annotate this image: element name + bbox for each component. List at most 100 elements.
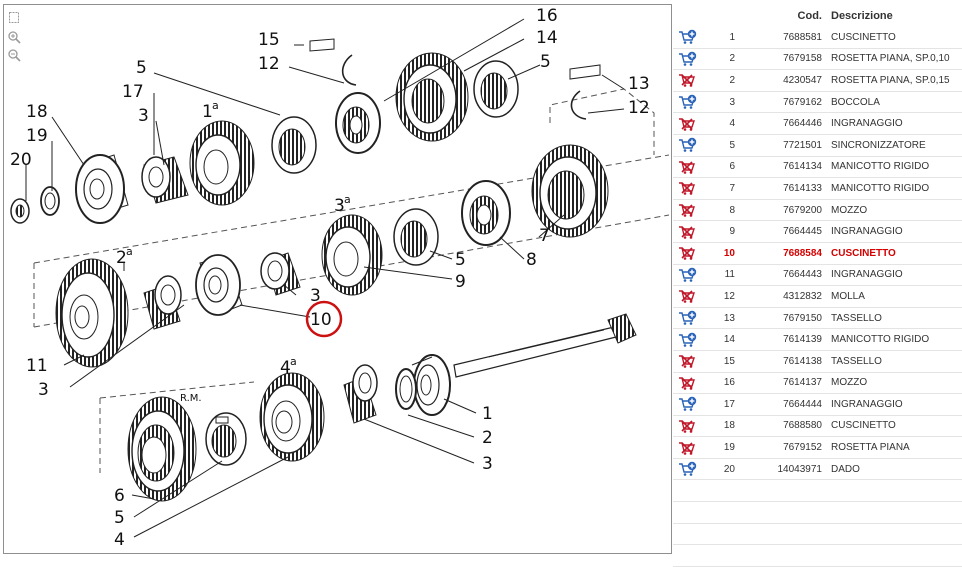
callout-5-mid[interactable]: 5 (455, 250, 466, 270)
callout-19[interactable]: 19 (26, 126, 48, 146)
synchronizer-part-5-mid (393, 208, 439, 266)
callout-5-bottom[interactable]: 5 (114, 508, 125, 528)
part-description: MOZZO (831, 204, 868, 216)
callout-15[interactable]: 15 (258, 30, 280, 50)
part-number: 14 (723, 334, 735, 346)
cart-unavailable-icon[interactable] (673, 375, 703, 391)
callout-1[interactable]: 1 (482, 404, 493, 424)
callout-16[interactable]: 16 (536, 6, 558, 26)
cart-unavailable-icon[interactable] (673, 224, 703, 240)
part-number: 1 (729, 31, 735, 43)
callout-11[interactable]: 11 (26, 356, 48, 376)
callout-7[interactable]: 7 (539, 226, 550, 246)
add-to-cart-icon[interactable] (673, 332, 703, 348)
part-description: DADO (831, 463, 860, 475)
callout-3-top[interactable]: 3 (138, 106, 149, 126)
add-to-cart-icon[interactable] (673, 137, 703, 153)
parts-table-header: Cod. Descrizione (673, 4, 962, 27)
callout-10[interactable]: 10 (310, 310, 332, 330)
add-to-cart-icon[interactable] (673, 29, 703, 45)
callout-3-mid[interactable]: 3 (310, 286, 321, 306)
callout-2[interactable]: 2 (482, 428, 493, 448)
callout-13[interactable]: 13 (628, 74, 650, 94)
cart-unavailable-icon[interactable] (673, 418, 703, 434)
exploded-diagram-panel[interactable]: 16 14 5 15 12 13 12 5 17 3 18 19 20 7 8 … (3, 4, 672, 554)
callout-8[interactable]: 8 (526, 250, 537, 270)
empty-row (673, 502, 962, 524)
callout-9[interactable]: 9 (455, 272, 466, 292)
bushing-part-3-upper (260, 252, 301, 296)
add-to-cart-icon[interactable] (673, 94, 703, 110)
gear-label-1-sup: a (212, 99, 219, 112)
header-cod[interactable]: Cod. (797, 9, 822, 22)
part-description: SINCRONIZZATORE (831, 139, 926, 151)
part-code: 7679158 (783, 53, 822, 65)
callout-12-left[interactable]: 12 (258, 54, 280, 74)
bushing-part-3-mid (143, 275, 182, 330)
cart-unavailable-icon[interactable] (673, 245, 703, 261)
part-code: 7688584 (783, 247, 822, 259)
callout-3-left[interactable]: 3 (38, 380, 49, 400)
part-number: 10 (723, 247, 735, 259)
cart-unavailable-icon[interactable] (673, 159, 703, 175)
callout-5-top[interactable]: 5 (136, 58, 147, 78)
cart-unavailable-icon[interactable] (673, 353, 703, 369)
cart-unavailable-icon[interactable] (673, 202, 703, 218)
callout-5-top-right[interactable]: 5 (540, 52, 551, 72)
gear-label-2: 2 (116, 248, 127, 268)
callout-17[interactable]: 17 (122, 82, 144, 102)
cart-unavailable-icon[interactable] (673, 440, 703, 456)
part-description: BOCCOLA (831, 96, 880, 108)
callout-20[interactable]: 20 (10, 150, 32, 170)
callout-12-right[interactable]: 12 (628, 98, 650, 118)
part-code: 7614134 (783, 161, 822, 173)
callout-14[interactable]: 14 (536, 28, 558, 48)
part-code: 7614138 (783, 355, 822, 367)
add-to-cart-icon[interactable] (673, 461, 703, 477)
cart-unavailable-icon[interactable] (673, 72, 703, 88)
zoom-out-icon[interactable] (8, 49, 22, 63)
callout-18[interactable]: 18 (26, 102, 48, 122)
part-code: 7664446 (783, 118, 822, 130)
add-to-cart-icon[interactable] (673, 267, 703, 283)
part-number: 13 (723, 312, 735, 324)
cart-unavailable-icon[interactable] (673, 180, 703, 196)
page-icon[interactable] (8, 11, 22, 25)
header-descrizione[interactable]: Descrizione (831, 9, 893, 22)
cart-unavailable-icon[interactable] (673, 288, 703, 304)
callout-4[interactable]: 4 (114, 530, 125, 550)
zoom-in-icon[interactable] (8, 31, 22, 45)
gear-1st (189, 120, 255, 206)
add-to-cart-icon[interactable] (673, 310, 703, 326)
add-to-cart-icon[interactable] (673, 396, 703, 412)
callout-6[interactable]: 6 (114, 486, 125, 506)
part-code: 7614137 (783, 377, 822, 389)
washer-part-2 (395, 368, 417, 410)
part-code: 7679200 (783, 204, 822, 216)
cart-unavailable-icon[interactable] (673, 116, 703, 132)
add-to-cart-icon[interactable] (673, 51, 703, 67)
callout-3-bottom[interactable]: 3 (482, 454, 493, 474)
